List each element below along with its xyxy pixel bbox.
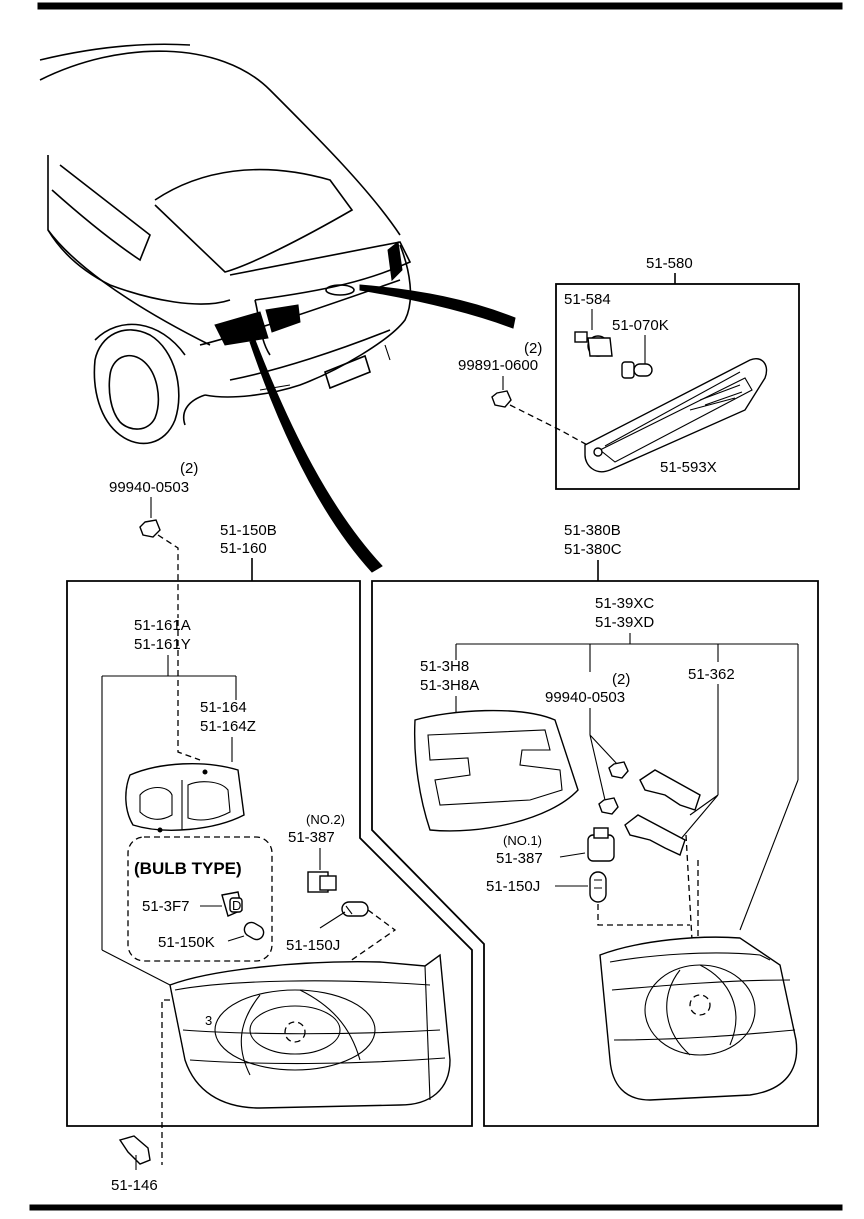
socket-51-387-left-icon: [307, 871, 337, 893]
label-51-150J-right: 51-150J: [486, 878, 540, 895]
label-51-39XC: 51-39XC: [595, 595, 654, 612]
nut-99891-0600-icon: [491, 390, 512, 408]
label-51-161A: 51-161A: [134, 617, 191, 634]
rear-lid-lamp-icon: [599, 936, 798, 1101]
bulb-51-150J-right-icon: [589, 871, 607, 903]
label-99891-0600: 99891-0600: [458, 357, 538, 374]
label-51-150B: 51-150B: [220, 522, 277, 539]
high-mount-lamp-51-593X-icon: [584, 358, 768, 473]
label-51-150K: 51-150K: [158, 934, 215, 951]
label-qty-99940-right: (2): [612, 671, 630, 688]
high-mount-lamp-group: 51-580 51-584 51-070K (2) 99891-0600: [458, 255, 800, 490]
label-51-593X: 51-593X: [660, 459, 717, 476]
label-51-362: 51-362: [688, 666, 735, 683]
label-51-150J-left: 51-150J: [286, 937, 340, 954]
rear-combination-lamp-icon: 3: [169, 953, 451, 1109]
label-51-387-left: 51-387: [288, 829, 335, 846]
nut-99940-0503-right-b-icon: [598, 797, 619, 815]
lamp-mark-left: 3: [205, 1013, 212, 1028]
label-51-164Z: 51-164Z: [200, 718, 256, 735]
label-no2: (NO.2): [306, 812, 345, 827]
label-51-39XD: 51-39XD: [595, 614, 654, 631]
label-51-387-right: 51-387: [496, 850, 543, 867]
nut-99940-0503-right-a-icon: [608, 761, 629, 779]
rear-combination-lamp-group: (2) 99940-0503 51-150B 51-160 51-161A 51…: [66, 460, 473, 1194]
socket-51-3F7-icon: D: [221, 891, 243, 917]
rear-lid-lamp-box: [371, 580, 819, 1127]
label-51-584: 51-584: [564, 291, 611, 308]
socket-51-387-right-icon: [587, 827, 615, 862]
label-51-161Y: 51-161Y: [134, 636, 191, 653]
socket-d-mark: D: [232, 898, 241, 913]
car-illustration: [39, 43, 412, 445]
label-51-070K: 51-070K: [612, 317, 669, 334]
label-51-3H8A: 51-3H8A: [420, 677, 479, 694]
gasket-51-3H8-icon: [413, 709, 579, 832]
label-51-146: 51-146: [111, 1177, 158, 1194]
bulb-type-box: [127, 836, 273, 962]
label-qty-99891: (2): [524, 340, 542, 357]
high-mount-lamp-box: [555, 283, 800, 490]
rear-lid-lamp-group: 51-380B 51-380C 51-39XC 51-39XD 51-3H8 5…: [371, 522, 819, 1127]
label-51-380B: 51-380B: [564, 522, 621, 539]
socket-51-584-icon: [574, 331, 613, 357]
label-bulb-type: (BULB TYPE): [134, 859, 242, 878]
top-border: [37, 2, 843, 10]
label-99940-0503-right: 99940-0503: [545, 689, 625, 706]
bulb-51-150K-icon: [243, 921, 265, 941]
label-51-380C: 51-380C: [564, 541, 622, 558]
label-51-160: 51-160: [220, 540, 267, 557]
leader-to-high-mount-lamp: [359, 284, 516, 329]
label-51-3H8: 51-3H8: [420, 658, 469, 675]
label-99940-0503-left: 99940-0503: [109, 479, 189, 496]
bulb-51-070K-icon: [621, 361, 653, 379]
rear-combination-lamp-box: [66, 580, 473, 1127]
gasket-51-164-icon: [125, 763, 245, 833]
clip-51-146-icon: [118, 1135, 151, 1170]
bracket-51-362-icon: [624, 769, 701, 856]
leader-to-rear-combination-lamp: [249, 339, 383, 573]
bottom-border: [29, 1204, 843, 1211]
bulb-51-150J-left-icon: [341, 901, 369, 917]
nut-99940-0503-left-icon: [139, 519, 161, 538]
label-qty-99940-left: (2): [180, 460, 198, 477]
label-51-3F7: 51-3F7: [142, 898, 190, 915]
label-no1: (NO.1): [503, 833, 542, 848]
label-51-164: 51-164: [200, 699, 247, 716]
label-51-580: 51-580: [646, 255, 693, 272]
